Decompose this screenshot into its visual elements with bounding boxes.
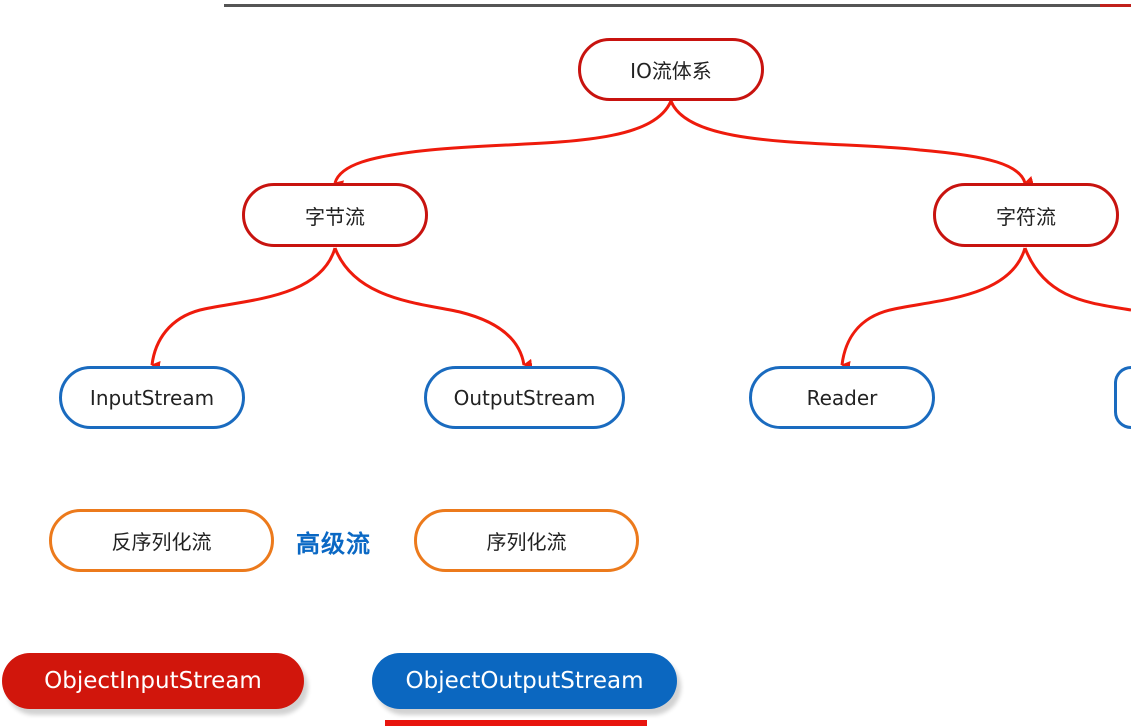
top-divider <box>224 4 1100 7</box>
object-input-stream-pill: ObjectInputStream <box>2 653 304 709</box>
edge-bytestream-outputstream <box>333 247 533 369</box>
top-divider-accent <box>1100 4 1131 7</box>
bottom-highlight-bar <box>385 720 647 726</box>
node-serialization-stream-label: 序列化流 <box>486 530 567 554</box>
node-byte-stream-label: 字节流 <box>305 204 365 229</box>
object-output-stream-label: ObjectOutputStream <box>405 668 644 694</box>
node-char-stream: 字符流 <box>933 183 1119 247</box>
advanced-stream-label: 高级流 <box>296 530 371 558</box>
object-output-stream-pill: ObjectOutputStream <box>372 653 677 709</box>
edge-root-charstream <box>669 100 1035 186</box>
node-io-system-label: IO流体系 <box>630 59 712 83</box>
node-serialization-stream: 序列化流 <box>414 509 639 572</box>
node-outputstream-label: OutputStream <box>453 385 596 410</box>
node-inputstream: InputStream <box>59 366 245 429</box>
node-reader: Reader <box>749 366 935 429</box>
node-outputstream: OutputStream <box>424 366 625 429</box>
node-char-stream-label: 字符流 <box>996 204 1056 229</box>
edge-root-bytestream <box>333 100 673 190</box>
object-input-stream-label: ObjectInputStream <box>44 668 262 694</box>
node-io-system: IO流体系 <box>578 38 764 101</box>
node-inputstream-label: InputStream <box>89 385 215 410</box>
node-deserialization-stream-label: 反序列化流 <box>111 530 212 554</box>
node-writer-partial <box>1114 366 1131 429</box>
edge-bytestream-inputstream <box>150 247 337 371</box>
node-deserialization-stream: 反序列化流 <box>49 509 274 572</box>
node-byte-stream: 字节流 <box>242 183 428 247</box>
edge-charstream-writer <box>1023 247 1131 312</box>
edge-charstream-reader <box>840 247 1027 371</box>
node-reader-label: Reader <box>806 385 878 410</box>
